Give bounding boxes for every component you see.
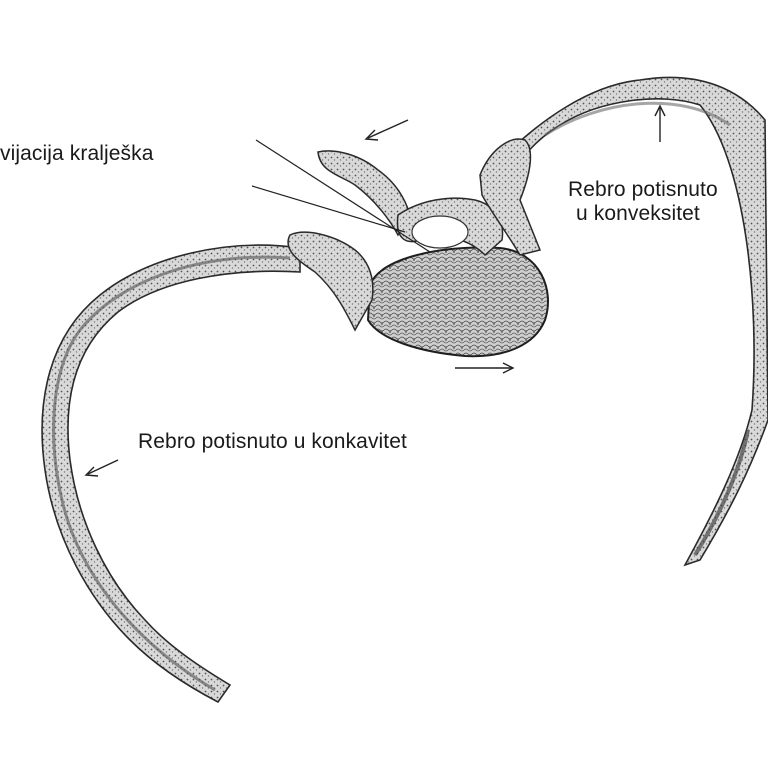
rib-convex-label: Rebro potisnuto u konveksitet: [568, 178, 718, 226]
rib-concave-label: Rebro potisnuto u konkavitet: [138, 430, 407, 453]
vertebral-arch: [287, 138, 542, 332]
concave-arrow: [84, 459, 119, 477]
right-rib: [498, 76, 768, 567]
rib-convex-label-line1: Rebro potisnuto: [568, 178, 718, 201]
vertebra-rotation-label: vijacija kralješka: [0, 142, 154, 165]
rotation-arrow-top: [364, 119, 409, 141]
vertebral-body: [366, 246, 549, 358]
left-rib: [41, 244, 301, 704]
convex-up-arrow: [654, 104, 666, 142]
rotation-arrow-bottom: [455, 362, 515, 374]
rib-convex-label-line2: u konveksitet: [576, 202, 700, 226]
leader-lines: [251, 139, 431, 253]
